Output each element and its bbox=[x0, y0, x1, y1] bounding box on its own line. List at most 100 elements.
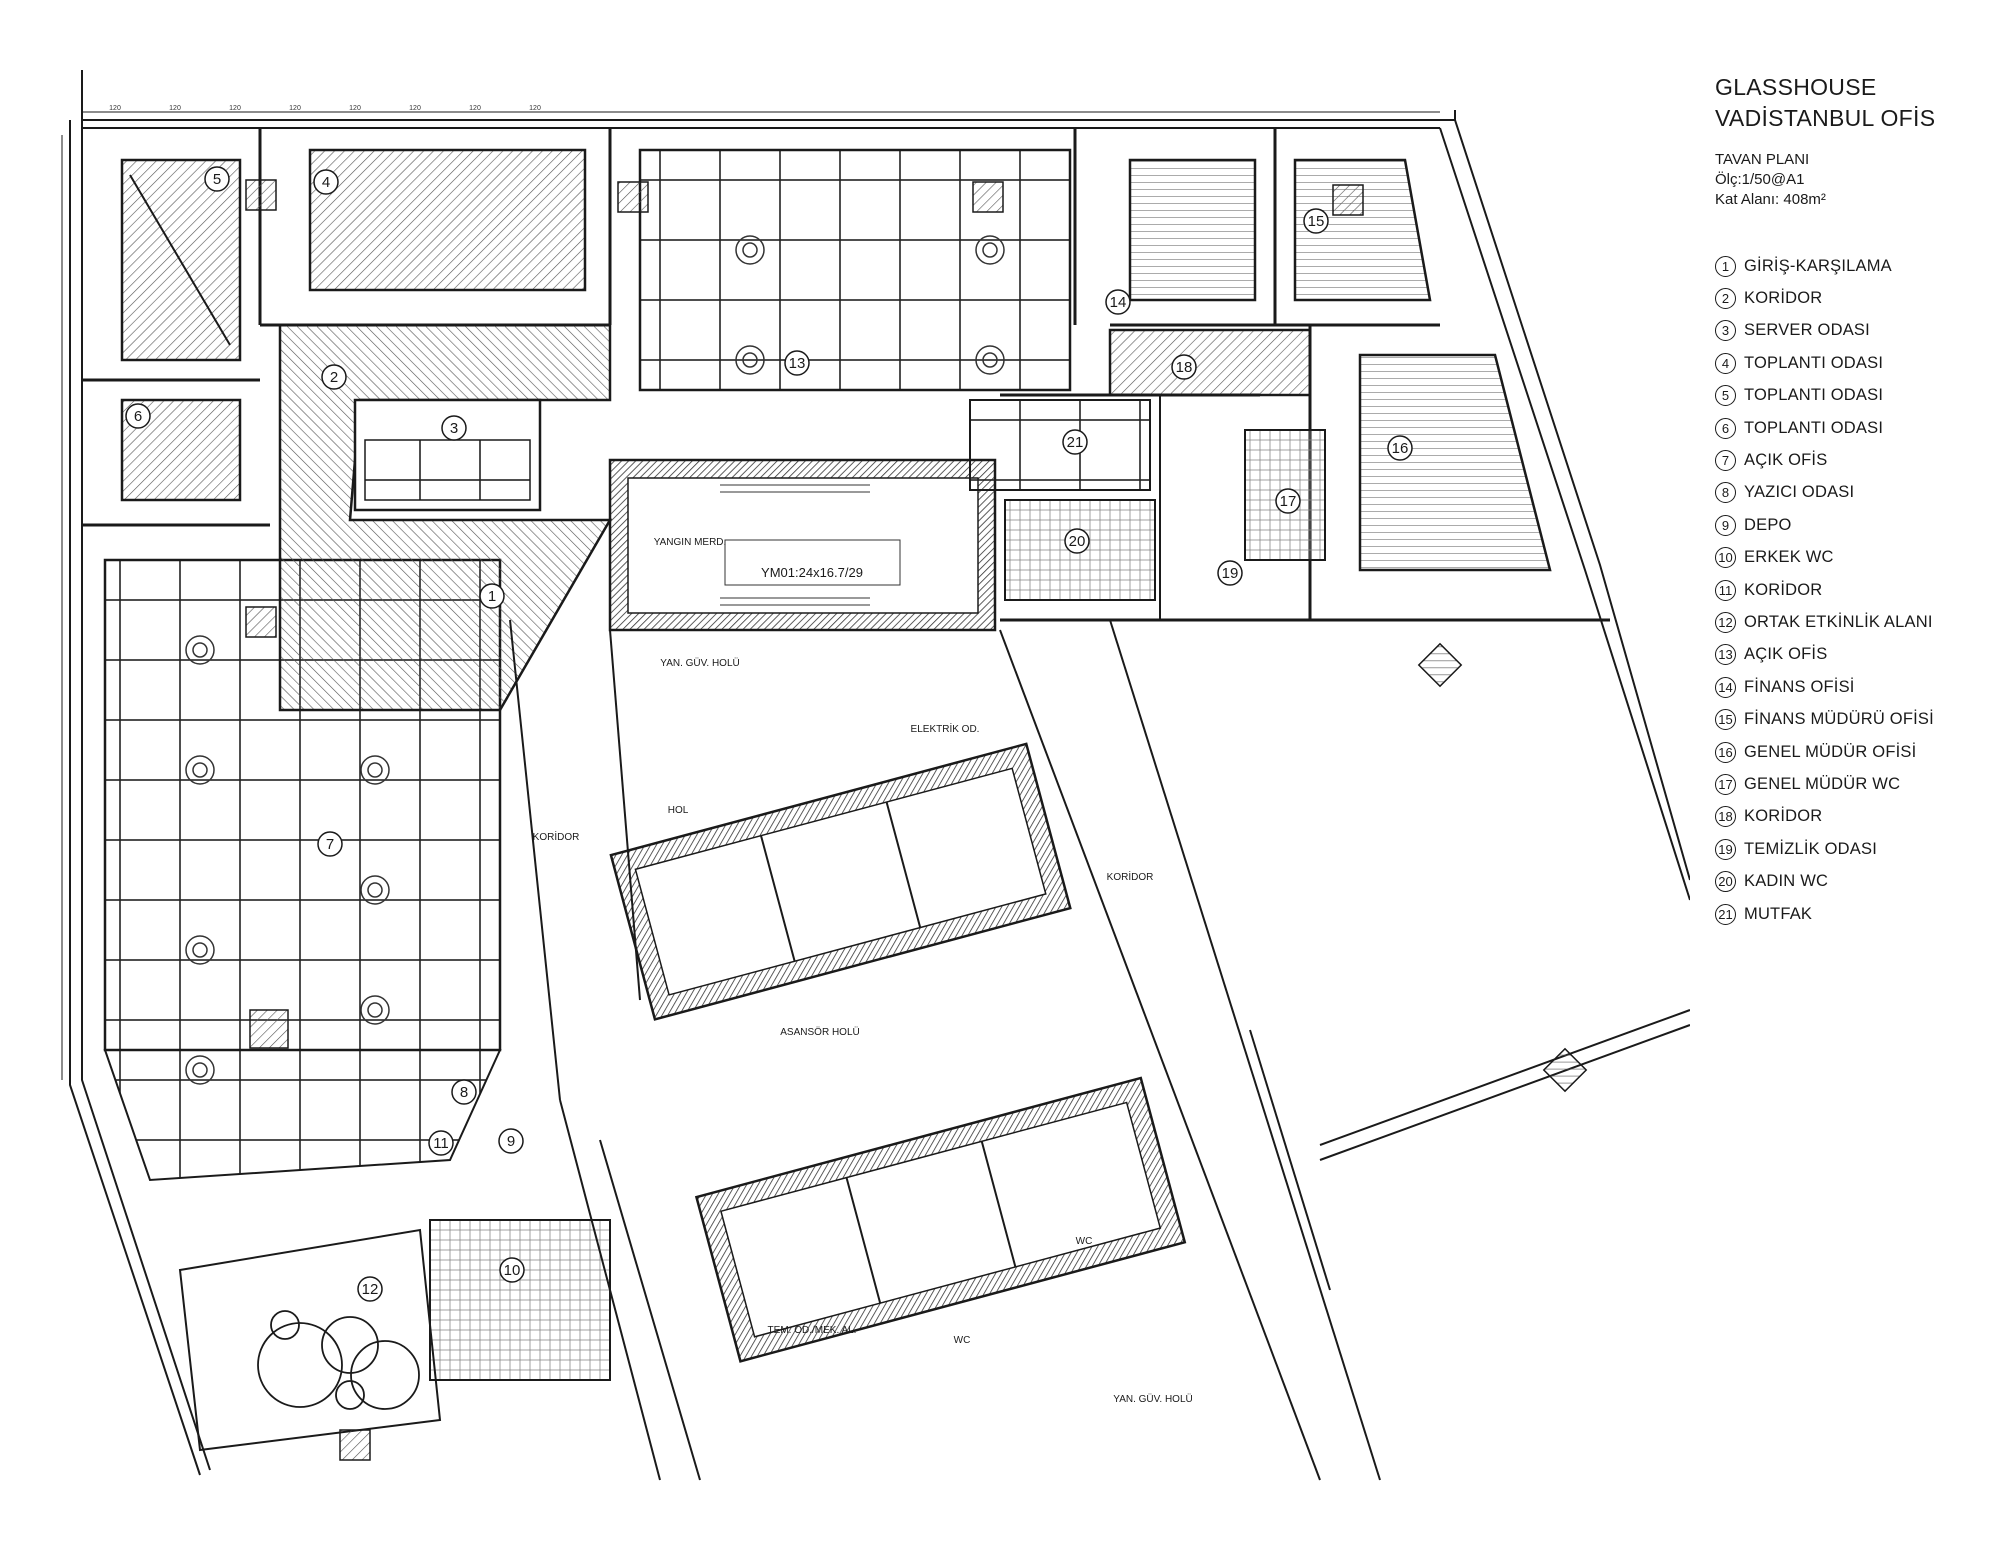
room-marker-19 bbox=[1217, 560, 1243, 586]
room-marker-12 bbox=[357, 1276, 383, 1302]
dim-label: 120 bbox=[229, 105, 241, 112]
svg-text:15: 15 bbox=[1308, 213, 1325, 230]
room-marker-5 bbox=[204, 166, 230, 192]
legend-item: 19 TEMİZLİK ODASI bbox=[1715, 833, 1985, 865]
dim-label: 120 bbox=[289, 105, 301, 112]
legend-room-name: ORTAK ETKİNLİK ALANI bbox=[1744, 612, 1933, 631]
svg-text:17: 17 bbox=[1280, 493, 1297, 510]
legend-room-name: FİNANS MÜDÜRÜ OFİSİ bbox=[1744, 710, 1934, 729]
legend-number: 13 bbox=[1715, 644, 1736, 666]
room-marker-14 bbox=[1105, 289, 1131, 315]
room-marker-10 bbox=[499, 1257, 525, 1283]
label-koridor-right: KORİDOR bbox=[1107, 870, 1154, 883]
legend-room-name: KORİDOR bbox=[1744, 580, 1823, 599]
svg-text:10: 10 bbox=[504, 1262, 521, 1279]
label-yan-guv-holu-1: YAN. GÜV. HOLÜ bbox=[660, 657, 739, 669]
room-marker-15 bbox=[1303, 208, 1329, 234]
label-koridor-left: KORİDOR bbox=[533, 830, 580, 843]
svg-text:12: 12 bbox=[362, 1281, 379, 1298]
legend-number: 18 bbox=[1715, 806, 1736, 828]
legend-item: 18 KORİDOR bbox=[1715, 801, 1985, 833]
room-marker-9 bbox=[498, 1128, 524, 1154]
room-marker-8 bbox=[451, 1079, 477, 1105]
label-stair-tag: YM01:24x16.7/29 bbox=[761, 565, 863, 580]
legend-item: 11 KORİDOR bbox=[1715, 574, 1985, 606]
legend-item: 2 KORİDOR bbox=[1715, 282, 1985, 314]
svg-text:3: 3 bbox=[450, 420, 458, 437]
svg-text:18: 18 bbox=[1176, 359, 1193, 376]
legend-number: 4 bbox=[1715, 352, 1736, 374]
legend-number: 20 bbox=[1715, 871, 1736, 893]
legend-room-name: SERVER ODASI bbox=[1744, 321, 1870, 340]
legend-number: 16 bbox=[1715, 741, 1736, 763]
dim-label: 120 bbox=[529, 105, 541, 112]
legend-room-name: KADIN WC bbox=[1744, 872, 1829, 891]
plan-type: TAVAN PLANI bbox=[1715, 151, 1810, 168]
legend-number: 21 bbox=[1715, 903, 1736, 925]
legend-number: 1 bbox=[1715, 255, 1736, 277]
label-hol: HOL bbox=[668, 805, 689, 816]
svg-text:16: 16 bbox=[1392, 440, 1409, 457]
svg-text:19: 19 bbox=[1222, 565, 1239, 582]
label-wc-lower: WC bbox=[954, 1335, 971, 1346]
floor-area: Kat Alanı: 408m² bbox=[1715, 191, 1826, 208]
room-marker-21 bbox=[1062, 429, 1088, 455]
room-marker-3 bbox=[441, 415, 467, 441]
project-title-line2: VADİSTANBUL OFİS bbox=[1715, 105, 1936, 131]
legend-room-name: GİRİŞ-KARŞILAMA bbox=[1744, 256, 1892, 275]
svg-text:4: 4 bbox=[322, 174, 330, 191]
label-tem-od: TEM. OD./MEK. AL. bbox=[768, 1325, 857, 1336]
legend-number: 10 bbox=[1715, 547, 1736, 569]
svg-text:5: 5 bbox=[213, 171, 221, 188]
legend-room-name: TEMİZLİK ODASI bbox=[1744, 839, 1877, 858]
legend-item: 12 ORTAK ETKİNLİK ALANI bbox=[1715, 606, 1985, 638]
legend-room-name: TOPLANTI ODASI bbox=[1744, 386, 1884, 405]
svg-text:11: 11 bbox=[433, 1135, 449, 1152]
legend-number: 15 bbox=[1715, 709, 1736, 731]
room-marker-16 bbox=[1387, 435, 1413, 461]
room-marker-1 bbox=[479, 583, 505, 609]
room-marker-2 bbox=[321, 364, 347, 390]
room-marker-18 bbox=[1171, 354, 1197, 380]
legend-number: 19 bbox=[1715, 838, 1736, 860]
dim-label: 120 bbox=[409, 105, 421, 112]
legend-number: 12 bbox=[1715, 611, 1736, 633]
room-marker-20 bbox=[1064, 528, 1090, 554]
legend-number: 2 bbox=[1715, 288, 1736, 310]
legend-item: 1 GİRİŞ-KARŞILAMA bbox=[1715, 250, 1985, 282]
svg-text:1: 1 bbox=[488, 588, 496, 605]
legend-number: 11 bbox=[1715, 579, 1736, 601]
dim-label: 120 bbox=[109, 105, 121, 112]
legend-room-name: DEPO bbox=[1744, 515, 1792, 534]
room-marker-6 bbox=[125, 403, 151, 429]
dim-label: 120 bbox=[349, 105, 361, 112]
svg-text:8: 8 bbox=[460, 1084, 468, 1101]
legend-room-name: KORİDOR bbox=[1744, 807, 1823, 826]
svg-text:2: 2 bbox=[330, 369, 338, 386]
label-yangin-merd: YANGIN MERD. bbox=[654, 537, 727, 548]
svg-text:7: 7 bbox=[326, 836, 334, 853]
legend-item: 7 AÇIK OFİS bbox=[1715, 444, 1985, 476]
svg-text:21: 21 bbox=[1067, 434, 1084, 451]
legend-room-name: MUTFAK bbox=[1744, 904, 1813, 923]
room-marker-4 bbox=[313, 169, 339, 195]
room-marker-11 bbox=[428, 1130, 454, 1156]
legend-item: 21 MUTFAK bbox=[1715, 898, 1985, 930]
legend-number: 7 bbox=[1715, 450, 1736, 472]
dim-label: 120 bbox=[169, 105, 181, 112]
legend-room-name: AÇIK OFİS bbox=[1744, 451, 1828, 470]
legend-room-name: KORİDOR bbox=[1744, 289, 1823, 308]
legend-number: 17 bbox=[1715, 773, 1736, 795]
